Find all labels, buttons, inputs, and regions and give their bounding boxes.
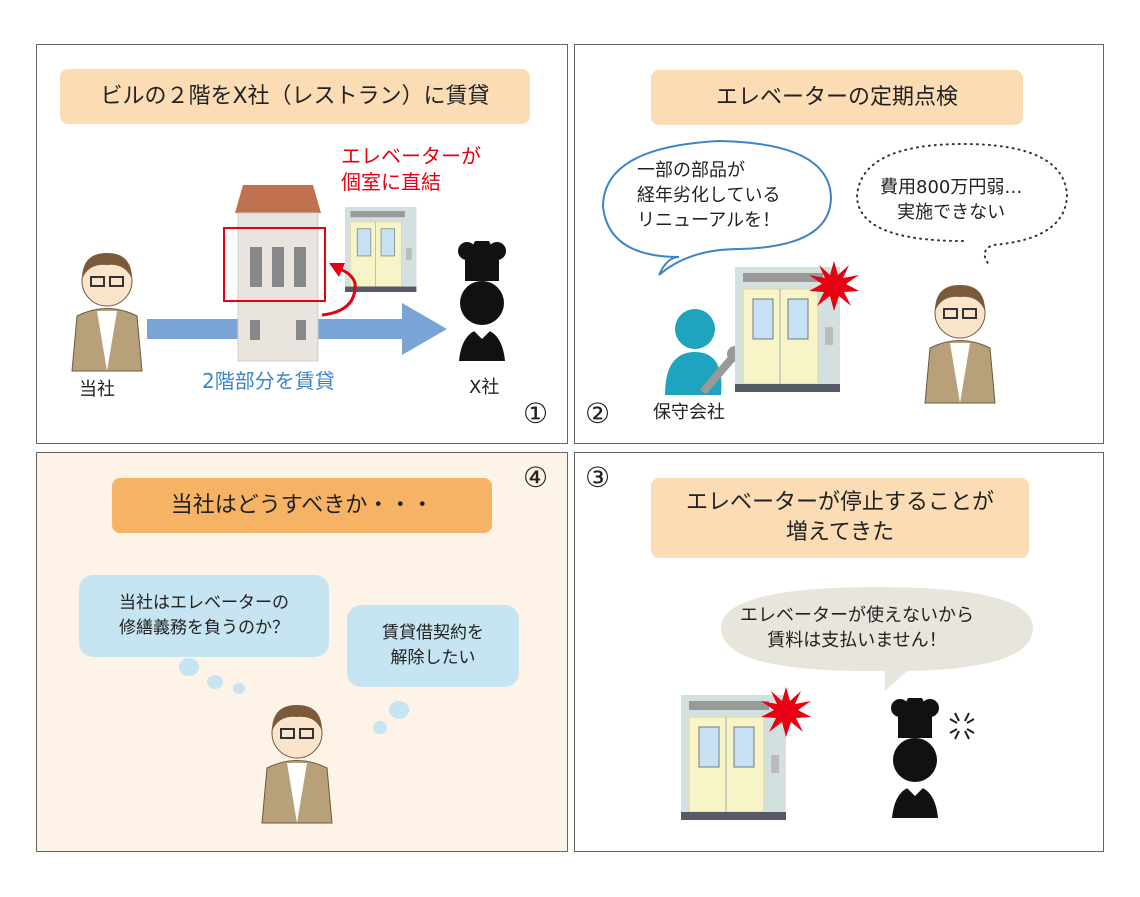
- thought-dot: [179, 658, 199, 676]
- thought-dot: [373, 721, 387, 734]
- tenant-chef-illustration: [458, 241, 506, 361]
- maintenance-company-label: 保守会社: [653, 402, 725, 423]
- panel-number-2: ②: [585, 397, 611, 430]
- panel-2: エレベーターの定期点検 一部の部品が経年劣化しているリニューアルを！ 費用800…: [574, 44, 1104, 444]
- maintenance-speech: 一部の部品が経年劣化しているリニューアルを！: [637, 160, 781, 232]
- anger-mark-icon: [949, 712, 975, 740]
- company-man-illustration: [71, 252, 143, 372]
- thought-dot: [207, 675, 223, 689]
- alert-burst-icon: [761, 687, 811, 737]
- second-floor-highlight: [223, 227, 326, 302]
- company-label: 当社: [79, 379, 115, 400]
- panel-number-4: ④: [523, 461, 549, 494]
- owner-thought: 費用800万円弱…実施できない: [880, 177, 1023, 224]
- panel-4: 当社はどうすべきか・・・ ④ 当社はエレベーターの修繕義務を負うのか？ 賃貸借契…: [36, 452, 568, 852]
- thought-dot: [389, 701, 409, 719]
- thought-repair-duty: 当社はエレベーターの修繕義務を負うのか？: [79, 575, 329, 657]
- speech-bubble: [601, 139, 833, 276]
- tenant-speech: エレベーターが使えないから賃料は支払いません！: [740, 605, 974, 652]
- thought-bubble: [855, 142, 1069, 267]
- maintenance-worker-icon: [665, 309, 743, 395]
- elevator-note: エレベーターが個室に直結: [341, 144, 481, 194]
- thought-dot: [233, 683, 245, 694]
- panel-1-title: ビルの２階をX社（レストラン）に賃貸: [60, 69, 530, 124]
- worried-owner-illustration: [924, 284, 996, 404]
- panel-number-1: ①: [523, 397, 549, 430]
- angry-chef-illustration: [891, 698, 939, 818]
- tenant-label: X社: [469, 377, 500, 398]
- worried-owner-illustration: [261, 704, 333, 824]
- panel-2-title: エレベーターの定期点検: [651, 70, 1023, 125]
- panel-1: ビルの２階をX社（レストラン）に賃貸 当社 エレベーターが個室に直結 2階部分を…: [36, 44, 568, 444]
- alert-burst-icon: [809, 261, 859, 311]
- panel-4-title: 当社はどうすべきか・・・: [112, 478, 492, 533]
- building-illustration: [235, 185, 321, 362]
- panel-3-title: エレベーターが停止することが増えてきた: [651, 478, 1029, 558]
- thought-terminate-lease: 賃貸借契約を解除したい: [347, 605, 519, 687]
- red-curved-arrow: [321, 263, 357, 317]
- speech-bubble: [721, 587, 1033, 691]
- panel-3: ③ エレベーターが停止することが増えてきた エレベーターが使えないから賃料は支払…: [574, 452, 1104, 852]
- lease-label: 2階部分を賃貸: [202, 369, 335, 393]
- panel-number-3: ③: [585, 461, 611, 494]
